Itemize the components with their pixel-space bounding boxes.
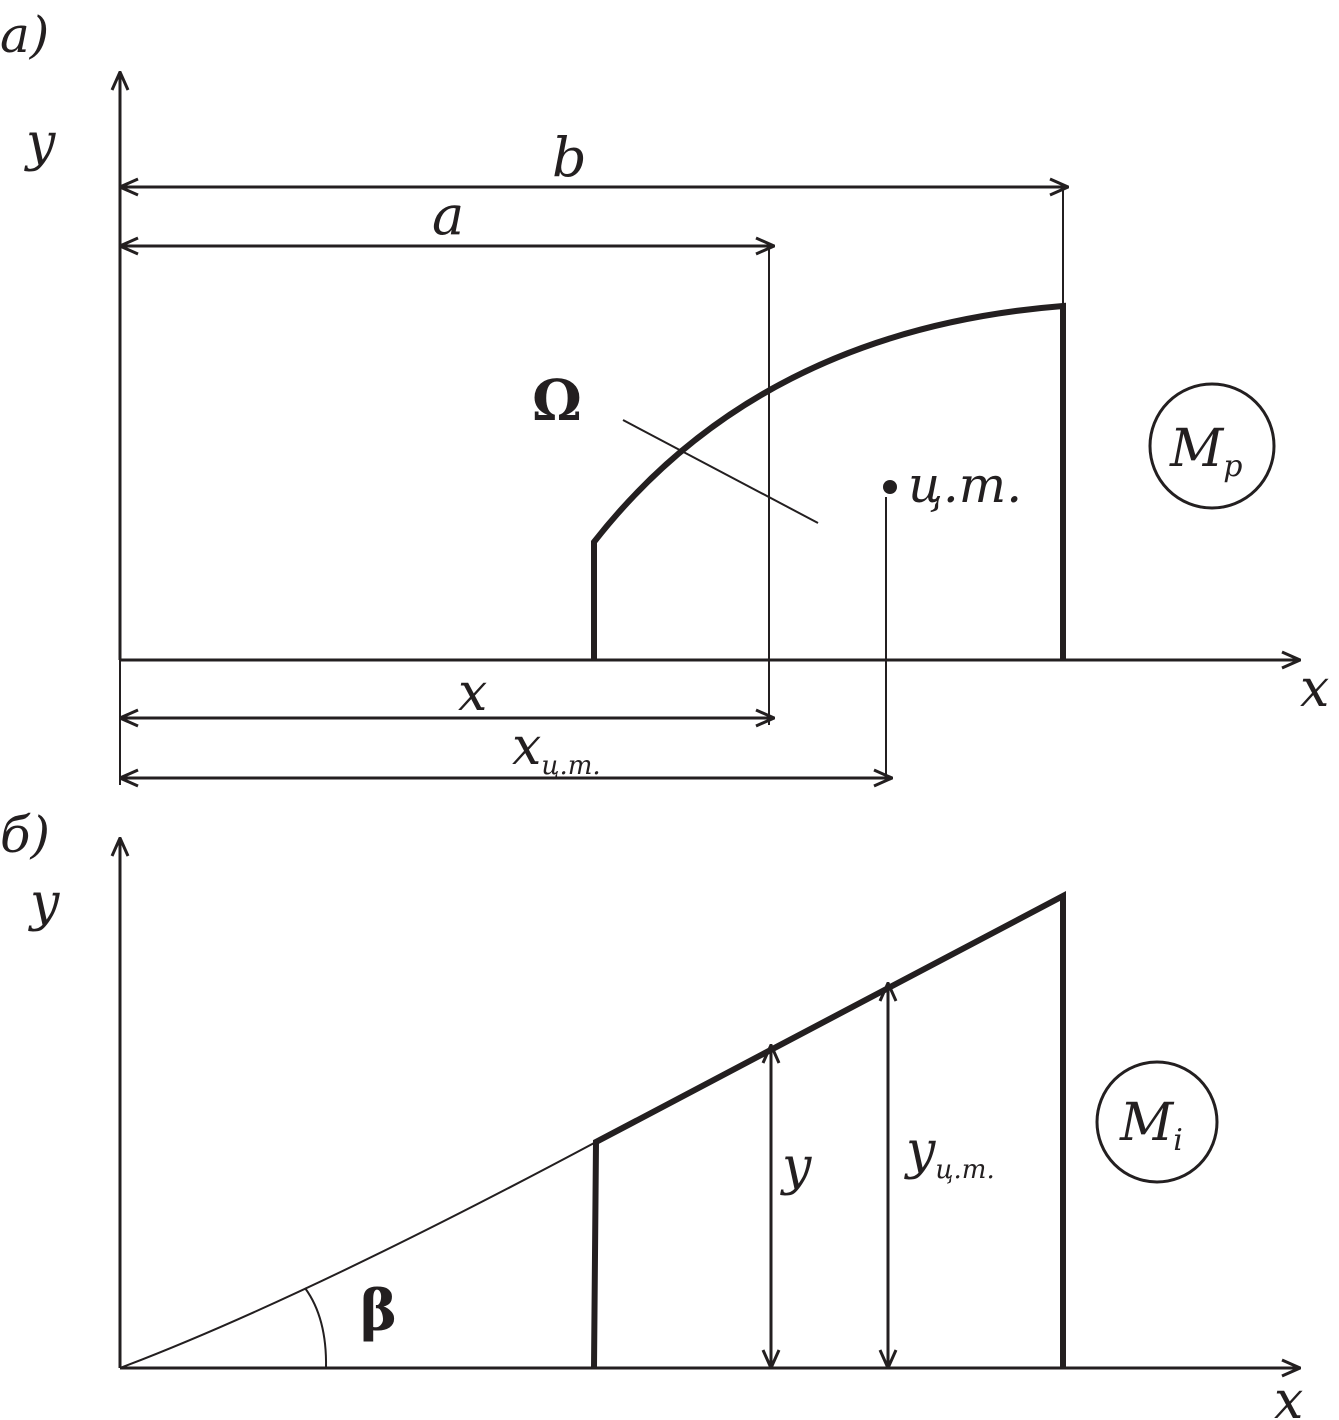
angle-beta-arc — [304, 1287, 328, 1369]
mi-diagram-outline — [591, 891, 1066, 1369]
dimension-x-label: x — [458, 663, 487, 723]
mp-diagram-main: M — [1169, 419, 1225, 479]
angle-beta-label: β — [360, 1278, 397, 1344]
panel-a-y-axis-label: y — [24, 113, 56, 173]
dimension-a-label: a — [432, 184, 464, 247]
centroid-point — [883, 480, 897, 494]
mi-diagram-label: Mi — [1119, 1093, 1183, 1158]
mp-diagram-badge — [1148, 382, 1276, 510]
omega-leader-line — [622, 419, 819, 524]
mp-diagram-outline — [591, 302, 1066, 660]
omega-label: Ω — [532, 368, 582, 434]
dimension-xct-label: xц.т. — [512, 717, 601, 781]
panel-b: б) y x β y yц.т. Mi — [0, 806, 1303, 1420]
panel-a: а) y x b a Ω ц.т. x xц.т. — [0, 6, 1329, 785]
panel-b-y-axis-label: y — [28, 873, 60, 933]
mi-inclined-line — [119, 1141, 597, 1369]
panel-a-label: а) — [0, 6, 49, 64]
mi-diagram-sub: i — [1173, 1123, 1183, 1158]
panel-a-x-axis-label: x — [1300, 659, 1329, 719]
mi-diagram-badge — [1095, 1060, 1219, 1184]
dimension-xct-main: x — [512, 717, 541, 777]
mp-diagram-sub: p — [1223, 449, 1242, 484]
dimension-b-label: b — [552, 126, 587, 189]
dimension-yct-main: y — [904, 1121, 936, 1181]
dimension-y-label: y — [780, 1137, 812, 1197]
mi-diagram-main: M — [1119, 1093, 1175, 1153]
dimension-yct-label: yц.т. — [904, 1121, 995, 1185]
panel-b-x-axis-label: x — [1274, 1371, 1303, 1420]
dimension-yct-sub: ц.т. — [935, 1155, 994, 1185]
panel-b-label: б) — [0, 806, 50, 864]
mp-diagram-label: Mp — [1169, 419, 1242, 484]
dimension-xct-sub: ц.т. — [541, 751, 600, 781]
centroid-label: ц.т. — [908, 456, 1022, 514]
